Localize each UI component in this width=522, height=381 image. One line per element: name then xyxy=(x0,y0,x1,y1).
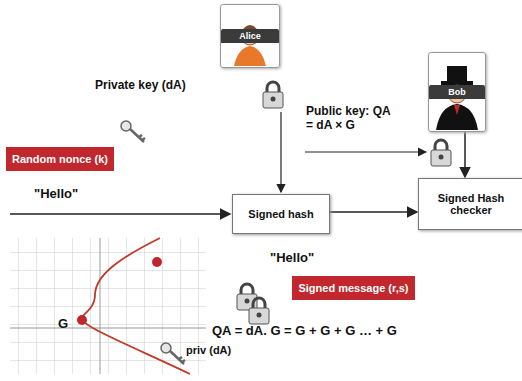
node-text: Bob xyxy=(429,85,485,99)
node-text: Signed hash xyxy=(248,208,313,220)
message-text: "Hello" xyxy=(270,250,314,265)
node-text: Signed message (r,s) xyxy=(298,282,408,294)
message-arrow xyxy=(10,213,230,215)
lock-icon xyxy=(431,140,451,166)
key-icon xyxy=(161,343,185,364)
message-text: "Hello" xyxy=(34,186,78,201)
person-card: Bob xyxy=(428,52,486,132)
node-text: Signed Hash checker xyxy=(419,192,522,216)
private-key-arrow xyxy=(280,112,281,192)
connector xyxy=(330,211,417,213)
message-box: Signed message (r,s) xyxy=(292,276,415,300)
curve-graph xyxy=(10,238,206,374)
point-label: G xyxy=(58,316,68,331)
key-label: Public key: QA = dA × G xyxy=(306,104,398,132)
private-key-icon xyxy=(121,121,145,142)
connector xyxy=(464,132,466,177)
key-label: Private key (dA) xyxy=(95,78,186,92)
key-label: priv (dA) xyxy=(186,344,231,356)
process-box: Signed Hash checker xyxy=(418,178,522,230)
lock-icon xyxy=(249,298,269,324)
nonce-box: Random nonce (k) xyxy=(6,147,114,171)
node-text: Alice xyxy=(221,29,279,43)
lock-icon xyxy=(263,82,283,108)
formula: QA = dA. G = G + G + G … + G xyxy=(212,323,397,338)
node-text: Random nonce (k) xyxy=(12,153,108,165)
process-box: Signed hash xyxy=(232,194,330,234)
person-card: Alice xyxy=(220,4,280,68)
public-key-arrow xyxy=(305,151,426,152)
